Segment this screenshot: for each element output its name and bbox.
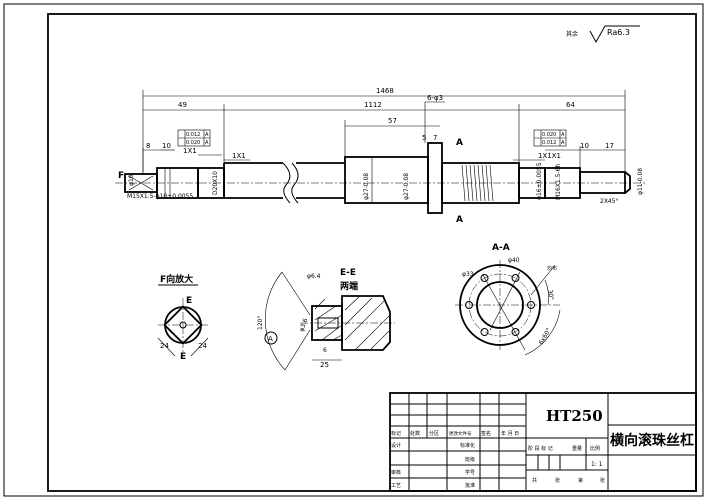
shaft-main-view xyxy=(115,142,645,214)
aa-view: A-A φ40 φ33 均布 30° 6x60° xyxy=(455,243,561,356)
ee-mark-a: A xyxy=(268,335,273,343)
tb-sheet: 共 xyxy=(532,477,537,484)
ee-dim-small: φ3.6 xyxy=(298,317,309,332)
tol-value: 0.012 xyxy=(542,140,556,146)
dim-holes: 6-φ3 xyxy=(427,94,443,102)
tb-part-name: 横向滚珠丝杠 xyxy=(610,432,694,449)
aa-dim-pattern: 6x60° xyxy=(538,327,553,346)
roughness-value: Ra6.3 xyxy=(607,28,630,37)
dim-17: 17 xyxy=(605,142,614,150)
aa-dim-d40: φ40 xyxy=(508,257,520,264)
ee-dim-hole: φ6.4 xyxy=(307,273,321,280)
title-block: 标记 处数 分区 更改文件号 签名 年 月 日 设计 审核 工艺 标准化 班级 … xyxy=(389,392,697,492)
aa-dim-d33: φ33 xyxy=(462,271,474,278)
dim-1112: 1112 xyxy=(364,101,382,109)
tb-sheet: 第 xyxy=(578,477,583,484)
dim-chamfer-2: 1X1 xyxy=(232,152,246,160)
view-mark-f: F xyxy=(118,171,124,181)
dim-5: 5 xyxy=(422,134,426,142)
tb-header: 签名 xyxy=(481,430,491,437)
aa-view-title: A-A xyxy=(492,243,510,253)
dim-chamfer-1: 1X1 xyxy=(183,147,197,155)
tb-header: 更改文件号 xyxy=(449,430,472,437)
tb-scale: 1: 1 xyxy=(591,461,603,468)
dim-d11: φ11-0.08 xyxy=(637,168,644,195)
tb-label-standard: 标准化 xyxy=(460,442,475,449)
roughness-label: 其余 xyxy=(566,30,578,38)
dim-10-left: 10 xyxy=(162,142,171,150)
dim-64: 64 xyxy=(566,101,575,109)
tb-label-approve: 批准 xyxy=(465,482,475,489)
drawing-frame xyxy=(47,13,697,492)
dim-chamfer-2x45: 2X45° xyxy=(600,198,619,205)
ee-dim-6: 6 xyxy=(323,347,327,354)
tol-value: 0.020 xyxy=(542,132,556,138)
dim-d20: D20X10 xyxy=(212,171,219,195)
dim-49: 49 xyxy=(178,101,187,109)
tolerance-frame-left: 0.012 A 0.020 A xyxy=(177,129,211,147)
dim-8: 8 xyxy=(146,142,150,150)
tb-label-design: 设计 xyxy=(391,442,401,449)
dim-thread-left: M15X1.5-φ10±0.0055 xyxy=(127,193,193,200)
tb-label-review: 审核 xyxy=(391,469,401,476)
tb-stage: 阶 段 标 记 xyxy=(528,445,553,452)
dim-d16: φ16±0.0055 xyxy=(536,162,543,200)
tolerance-frame-right: 0.020 A 0.012 A xyxy=(533,129,567,147)
tb-header: 标记 xyxy=(391,430,401,437)
tol-value: 0.012 xyxy=(186,132,200,138)
tb-label-student-no: 学号 xyxy=(465,469,475,476)
tol-datum: A xyxy=(205,132,209,138)
tb-scale-label: 比例 xyxy=(590,445,600,452)
tb-weight: 重量 xyxy=(572,445,582,452)
tol-datum: A xyxy=(561,132,565,138)
dim-d10: φ10 xyxy=(128,174,135,186)
break-line xyxy=(282,162,299,204)
f-view-e-bottom: E xyxy=(180,352,186,362)
roughness-symbol: 其余 Ra6.3 xyxy=(566,25,640,44)
section-mark-a-bottom: A xyxy=(456,215,463,225)
tb-header: 处数 xyxy=(410,430,420,437)
dimension-labels: 1468 49 1112 64 57 6-φ3 5 7 8 10 1X1 1X1… xyxy=(127,87,644,205)
f-view-title: F向放大 xyxy=(160,273,193,285)
tb-sheet: 张 xyxy=(555,477,560,484)
f-view-dim-24-left: 24 xyxy=(160,342,169,350)
ee-view: E-E 两端 25 6 φ6.4 φ3.6 120° A xyxy=(257,268,395,371)
dim-d27-b: φ27-0.08 xyxy=(403,173,410,200)
ee-view-subtitle: 两端 xyxy=(340,280,358,292)
dim-57: 57 xyxy=(388,117,397,125)
ee-dim-25: 25 xyxy=(320,361,329,369)
flange xyxy=(427,142,443,214)
tb-label-process: 工艺 xyxy=(391,483,401,489)
outer-border xyxy=(3,3,704,497)
f-view: F向放大 E E 24 24 xyxy=(157,273,209,362)
tb-label-class: 班级 xyxy=(465,456,475,463)
dimension-lines xyxy=(142,90,626,174)
ee-view-title: E-E xyxy=(340,268,356,278)
dim-chamfer-3: 1X1X1 xyxy=(538,152,561,160)
tol-datum: A xyxy=(561,140,565,146)
tb-header: 年 月 日 xyxy=(501,430,519,437)
dim-d27-a: φ27-0.08 xyxy=(363,173,370,200)
dim-7: 7 xyxy=(433,134,437,142)
dim-m16: M16X1.5-6h xyxy=(555,164,562,200)
ee-dim-angle: 120° xyxy=(257,316,264,330)
tol-value: 0.020 xyxy=(186,140,200,146)
f-view-dim-24-right: 24 xyxy=(198,342,207,350)
aa-dim-30: 30° xyxy=(546,289,555,301)
tol-datum: A xyxy=(205,140,209,146)
f-view-e-top: E xyxy=(186,296,192,306)
dim-10-right: 10 xyxy=(580,142,589,150)
dim-1468: 1468 xyxy=(376,87,394,95)
aa-note: 均布 xyxy=(547,265,557,272)
tb-header: 分区 xyxy=(429,430,439,437)
tb-material: HT250 xyxy=(546,407,603,425)
section-mark-a-top: A xyxy=(456,138,463,148)
tb-sheet: 张 xyxy=(600,477,605,484)
